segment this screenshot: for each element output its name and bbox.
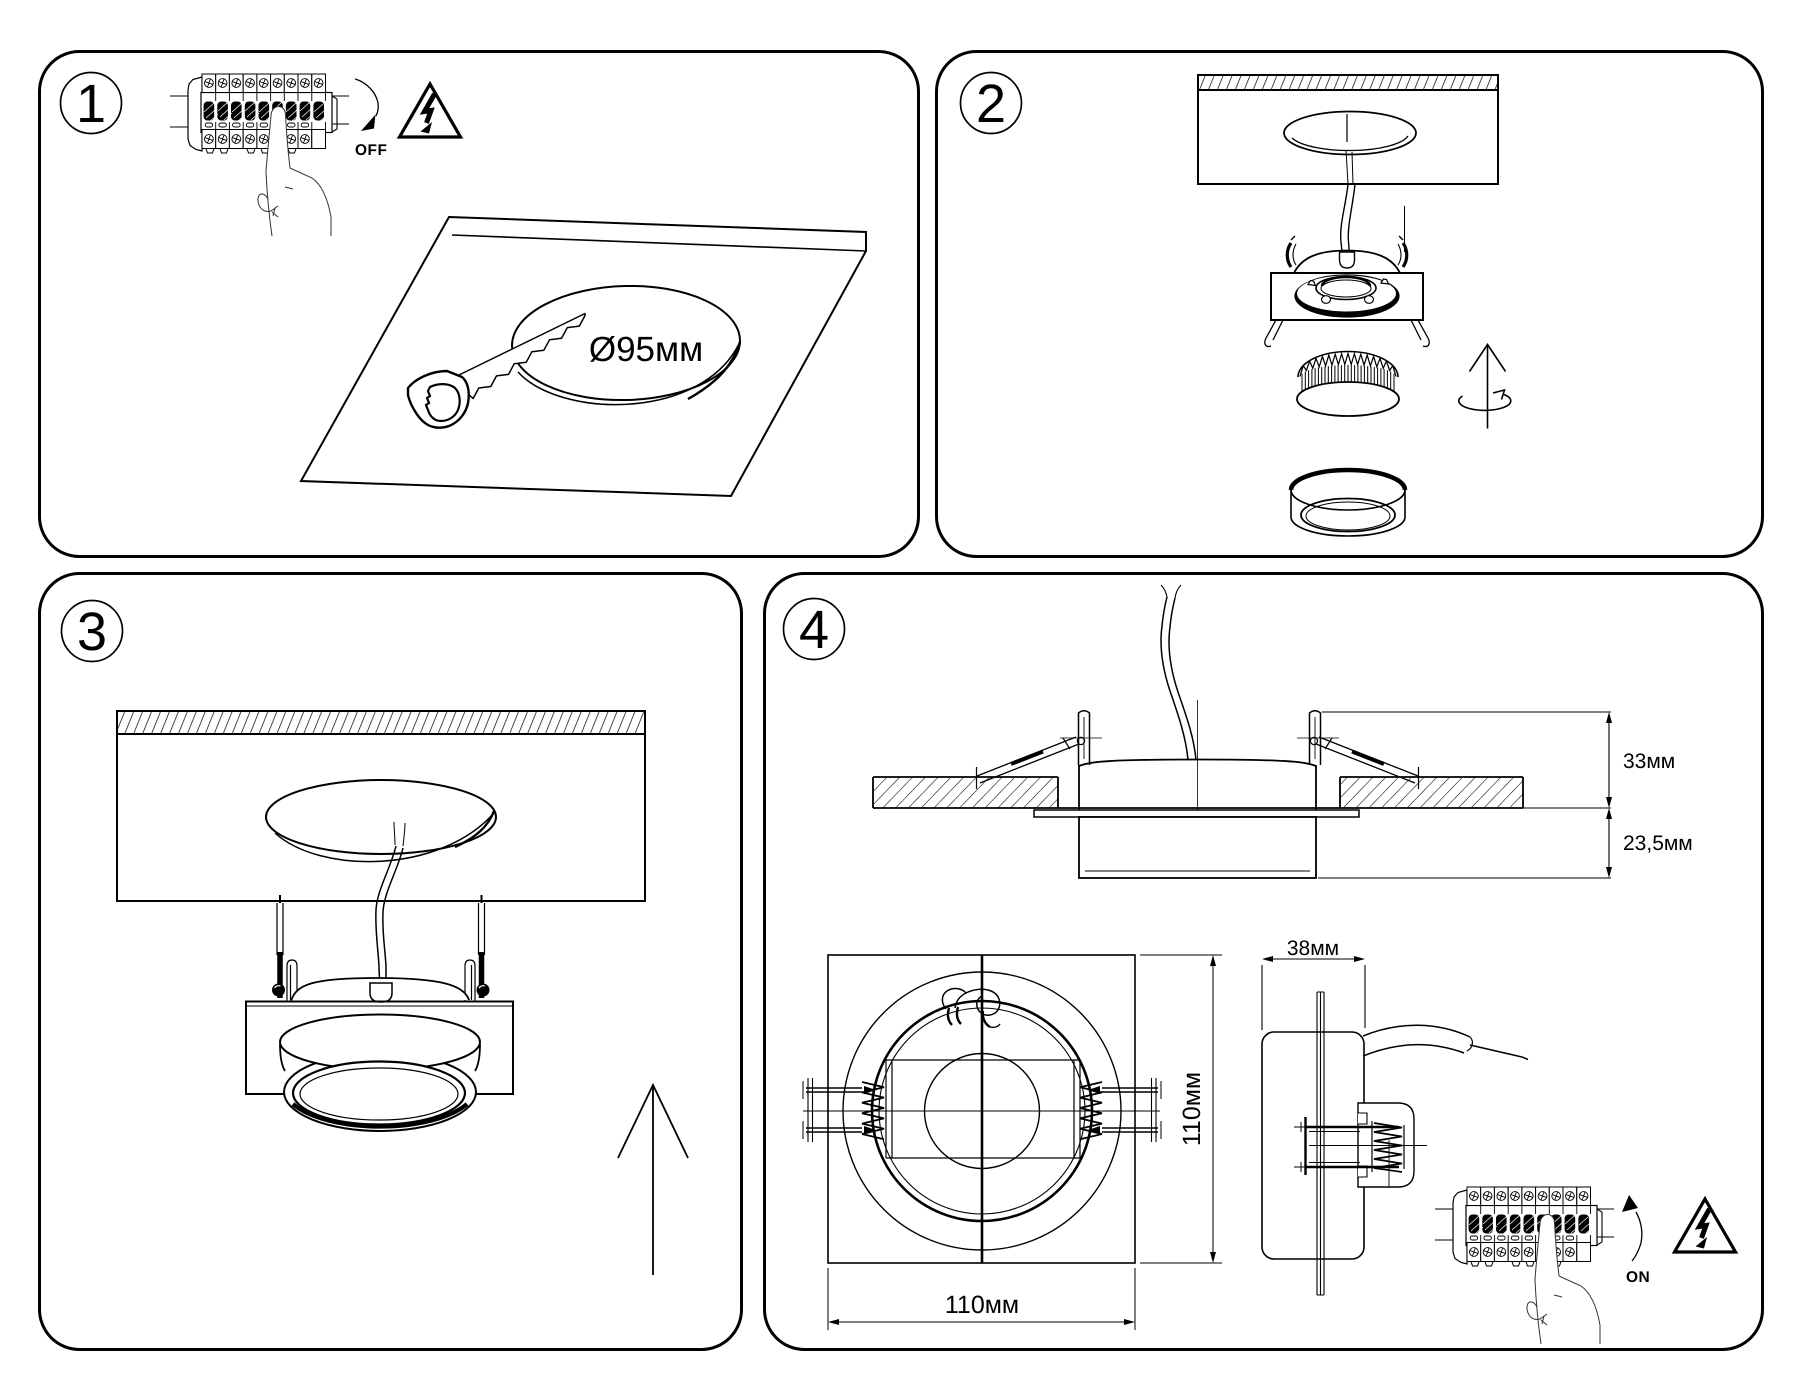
svg-text:110мм: 110мм bbox=[945, 1291, 1019, 1319]
svg-text:ON: ON bbox=[1626, 1269, 1650, 1286]
svg-text:1: 1 bbox=[76, 74, 106, 134]
svg-text:23,5мм: 23,5мм bbox=[1623, 832, 1693, 855]
svg-text:3: 3 bbox=[77, 602, 107, 662]
svg-text:33мм: 33мм bbox=[1623, 750, 1675, 773]
svg-text:4: 4 bbox=[799, 600, 829, 660]
svg-text:OFF: OFF bbox=[355, 142, 388, 159]
svg-text:110мм: 110мм bbox=[1178, 1072, 1206, 1146]
svg-text:Ø95мм: Ø95мм bbox=[589, 330, 703, 369]
svg-text:38мм: 38мм bbox=[1287, 937, 1339, 960]
svg-text:2: 2 bbox=[976, 74, 1006, 134]
